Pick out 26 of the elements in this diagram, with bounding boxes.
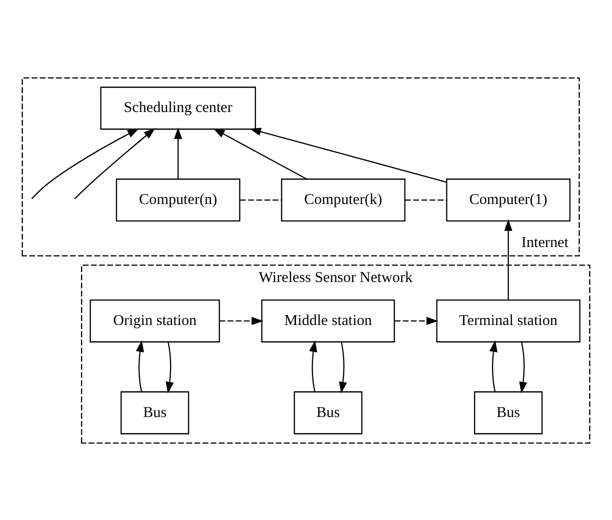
- arrow: [249, 127, 447, 182]
- arrow: [338, 341, 347, 394]
- arrow: [74, 128, 156, 199]
- arrow: [166, 341, 174, 394]
- arrow: [31, 128, 140, 199]
- node-box: Scheduling center: [100, 86, 256, 130]
- arrow: [394, 316, 438, 325]
- node-box: Origin station: [90, 298, 220, 342]
- node-box: Terminal station: [436, 298, 580, 342]
- node-box: Bus: [120, 390, 190, 434]
- arrow: [504, 218, 512, 300]
- arrow: [489, 340, 498, 392]
- arrow: [519, 341, 528, 394]
- node-box: Bus: [474, 390, 543, 434]
- arrow: [213, 128, 307, 180]
- node-box: Computer(1): [446, 178, 571, 222]
- node-box: Computer(n): [116, 178, 240, 222]
- arrow: [174, 126, 182, 178]
- connector: [405, 198, 447, 200]
- node-box: Computer(k): [281, 178, 406, 222]
- connector: [240, 198, 282, 200]
- arrow: [309, 340, 318, 392]
- arrow: [136, 340, 144, 392]
- node-box: Bus: [294, 390, 362, 434]
- node-box: Middle station: [261, 298, 395, 342]
- arrow: [219, 316, 264, 325]
